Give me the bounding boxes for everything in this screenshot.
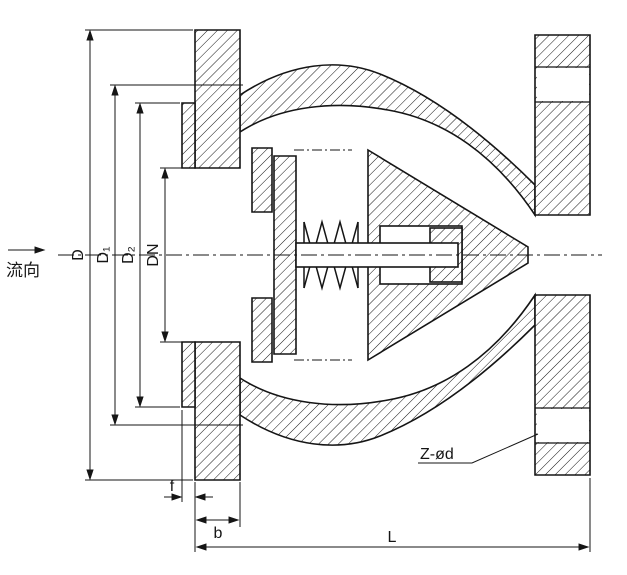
outlet-flange: [534, 34, 591, 476]
dim-label-D: D: [70, 249, 87, 261]
dimension-D: D: [70, 29, 193, 481]
bolt-hole-leader: [418, 433, 539, 464]
dim-label-DN: DN: [145, 243, 162, 266]
dim-label-D1: D₁: [95, 247, 112, 264]
dimension-DN: DN: [145, 167, 193, 343]
dim-label-f: f: [170, 478, 175, 495]
dimension-f: f: [164, 410, 213, 552]
flow-direction-label: 流向: [6, 261, 40, 280]
dim-label-D2: D₂: [120, 246, 137, 264]
raised-face-top: [181, 102, 196, 169]
dimension-D2: D₂: [120, 102, 180, 408]
dim-label-b: b: [214, 525, 223, 542]
bolt-hole-bottom: [537, 409, 589, 442]
dimension-D1: D₁: [95, 84, 243, 426]
bolt-hole-label: Z-ød: [420, 446, 454, 463]
valve-seat: [251, 147, 273, 363]
bolt-hole-callout: Z-ød: [418, 433, 539, 464]
raised-face-bottom: [181, 341, 196, 408]
dimension-L: L: [195, 478, 591, 552]
flow-direction: 流向: [6, 246, 46, 280]
dim-label-L: L: [388, 529, 397, 546]
dimension-b: b: [195, 482, 241, 542]
bolt-hole-top: [537, 68, 589, 101]
